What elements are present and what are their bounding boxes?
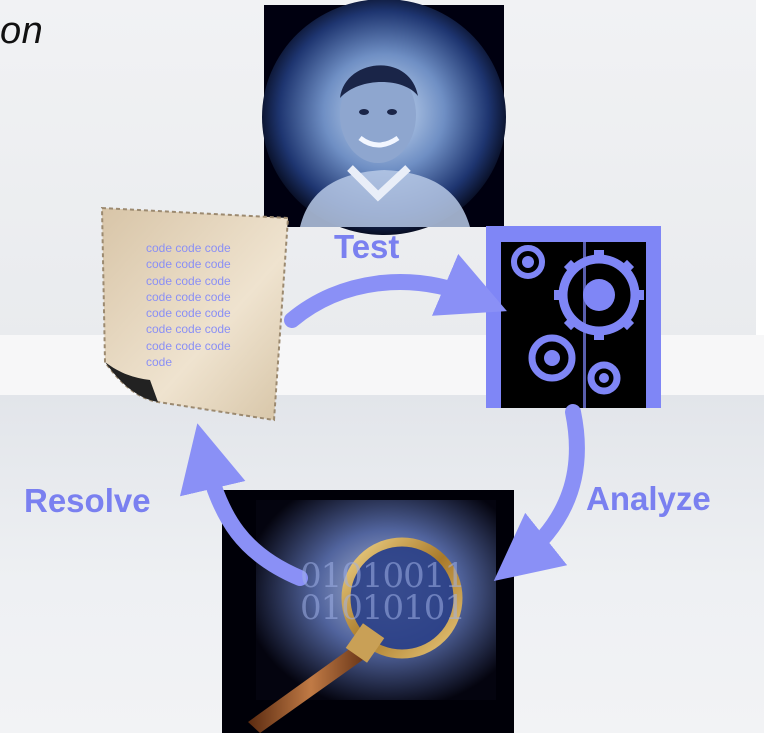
magnifier-binary-text: 0101001101010101 [300,560,466,628]
code-line: code code code [146,338,231,353]
arrow-test [284,253,507,328]
developer-portrait [262,0,506,235]
arrow-resolve [179,423,308,586]
code-line: code code code [146,289,231,304]
step-label-resolve: Resolve [24,482,151,519]
code-line: code code code [146,241,231,255]
step-label-test: Test [334,228,400,265]
slide-background-edge [756,0,764,335]
code-line: code code code [146,273,231,288]
code-document-text: code code code code code code code code … [146,240,266,370]
code-line: code code code [146,322,231,337]
code-line: code code code [146,306,231,321]
code-line: code code code [146,257,231,272]
magnifier-panel [222,490,514,733]
step-label-analyze: Analyze [586,480,711,517]
code-document-icon [100,206,290,422]
gears-panel [486,226,661,408]
code-line: code [146,355,173,370]
arrow-analyze [493,404,585,582]
slide-title-fragment: on [0,10,44,52]
